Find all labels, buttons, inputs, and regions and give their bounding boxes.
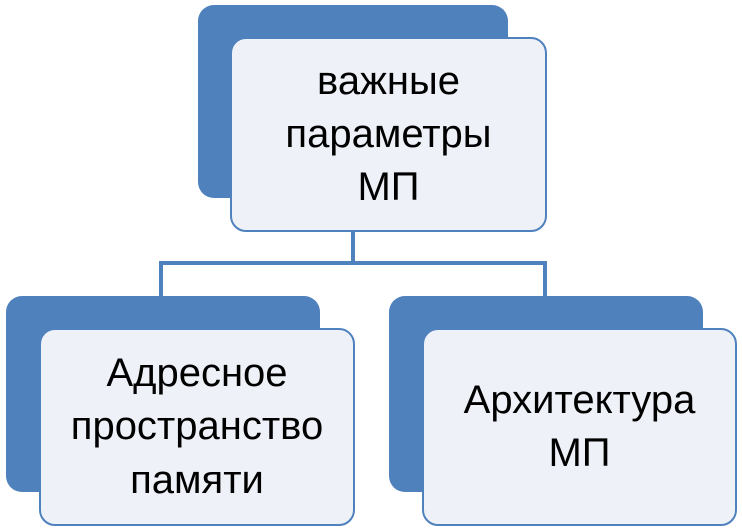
left-node: Адресное пространство памяти <box>39 328 355 526</box>
right-node: Архитектура МП <box>422 328 737 526</box>
root-node-label: важные параметры МП <box>285 58 492 210</box>
root-node: важные параметры МП <box>230 37 547 232</box>
right-node-label: Архитектура МП <box>463 377 696 475</box>
left-node-label: Адресное пространство памяти <box>70 351 324 502</box>
